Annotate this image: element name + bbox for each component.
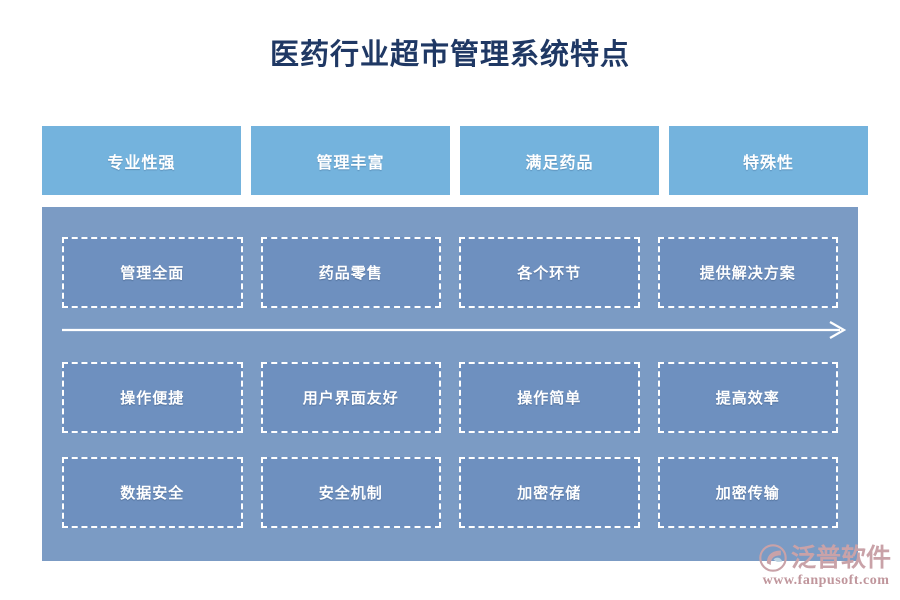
brand-url: www.fanpusoft.com	[762, 573, 890, 588]
header-chip-1[interactable]: 管理丰富	[251, 126, 450, 195]
matrix-cell-1-3[interactable]: 提高效率	[657, 362, 838, 433]
matrix-row-1: 操作便捷 用户界面友好 操作简单 提高效率	[62, 362, 838, 433]
matrix-cell-label: 加密存储	[517, 485, 582, 502]
matrix-cell-1-0[interactable]: 操作便捷	[62, 362, 243, 433]
matrix-cell-2-2[interactable]: 加密存储	[459, 457, 640, 528]
matrix-cell-label: 数据安全	[120, 485, 185, 502]
matrix-cell-label: 加密传输	[715, 485, 780, 502]
matrix-cell-label: 操作便捷	[120, 390, 185, 407]
matrix-cell-label: 操作简单	[517, 390, 582, 407]
matrix-cell-label: 安全机制	[318, 485, 383, 502]
header-chip-label: 特殊性	[742, 154, 794, 172]
header-chip-2[interactable]: 满足药品	[460, 126, 659, 195]
matrix-cell-label: 药品零售	[318, 265, 383, 282]
matrix-cell-0-1[interactable]: 药品零售	[260, 237, 441, 308]
arrow-right-icon	[62, 321, 847, 339]
header-chip-label: 满足药品	[525, 154, 594, 172]
feature-matrix-panel: 泛普软件 管理全面 药品零售 各个环节 提供解决方案 操作便捷 用户界面友好 操…	[42, 207, 858, 561]
brand-watermark: 泛普软件 www.fanpusoft.com	[758, 543, 894, 593]
page-title: 医药行业超市管理系统特点	[269, 39, 630, 71]
matrix-cell-1-2[interactable]: 操作简单	[459, 362, 640, 433]
fanpu-logo-icon	[759, 544, 787, 572]
brand-name: 泛普软件	[791, 544, 892, 572]
matrix-cell-0-0[interactable]: 管理全面	[62, 237, 243, 308]
matrix-cell-label: 提供解决方案	[699, 265, 796, 282]
matrix-cell-label: 用户界面友好	[302, 390, 399, 407]
matrix-cell-label: 管理全面	[120, 265, 185, 282]
matrix-cell-1-1[interactable]: 用户界面友好	[260, 362, 441, 433]
header-chip-3[interactable]: 特殊性	[669, 126, 868, 195]
matrix-cell-2-0[interactable]: 数据安全	[62, 457, 243, 528]
header-category-row: 专业性强 管理丰富 满足药品 特殊性	[42, 126, 868, 195]
matrix-cell-label: 提高效率	[715, 390, 780, 407]
matrix-cell-2-1[interactable]: 安全机制	[260, 457, 441, 528]
matrix-row-2: 数据安全 安全机制 加密存储 加密传输	[62, 457, 838, 528]
matrix-cell-0-2[interactable]: 各个环节	[459, 237, 640, 308]
header-chip-0[interactable]: 专业性强	[42, 126, 241, 195]
matrix-cell-label: 各个环节	[517, 265, 582, 282]
matrix-row-0: 管理全面 药品零售 各个环节 提供解决方案	[62, 237, 838, 308]
header-chip-label: 管理丰富	[316, 154, 385, 172]
matrix-cell-2-3[interactable]: 加密传输	[657, 457, 838, 528]
header-chip-label: 专业性强	[107, 154, 176, 172]
matrix-cell-0-3[interactable]: 提供解决方案	[657, 237, 838, 308]
